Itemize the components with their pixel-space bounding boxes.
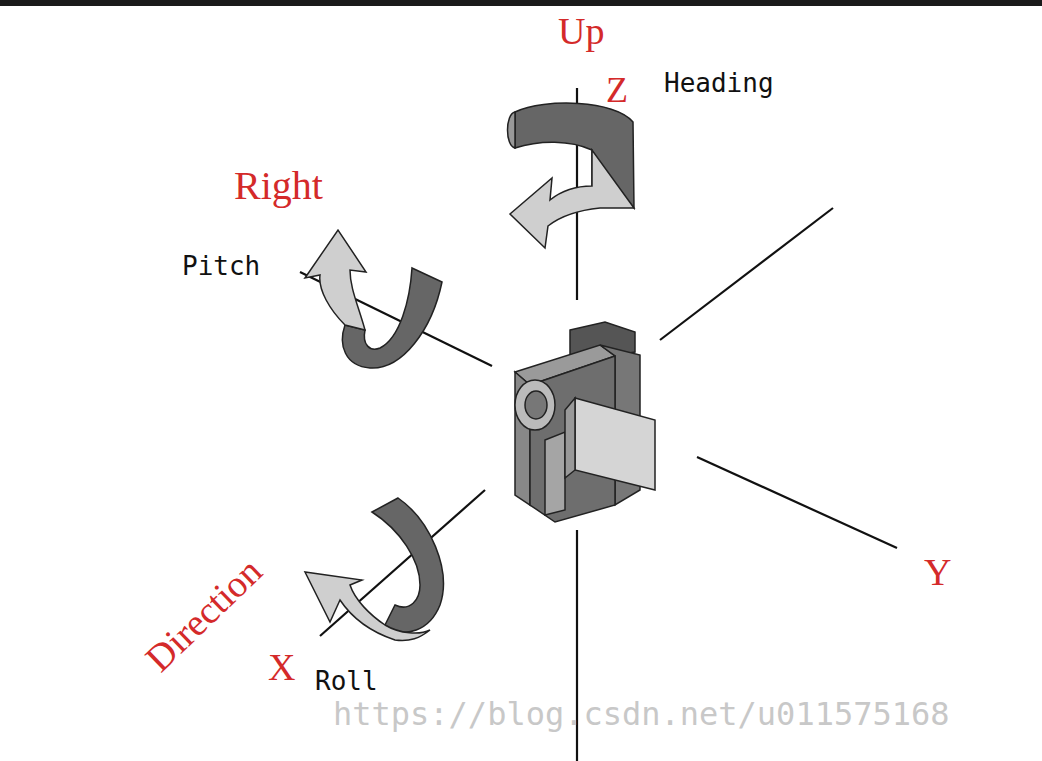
axis-letter: Y [924,553,951,591]
rotation-name: Heading [664,70,774,96]
pitch-arrow [305,230,442,368]
axis-label: Up [558,12,604,50]
rotation-name: Pitch [182,253,260,279]
watermark: https://blog.csdn.net/u011575168 [333,698,950,730]
top-bar [0,0,1042,6]
roll-arrow [305,498,443,641]
rotation-name: Roll [315,668,378,694]
heading-arrow [508,103,635,248]
axis-letter: X [268,648,295,686]
axis-lines [300,88,897,761]
axis-label: Right [234,166,323,206]
camcorder [515,322,655,522]
axis-label: Direction [139,551,269,678]
axis-letter: Z [606,72,628,108]
